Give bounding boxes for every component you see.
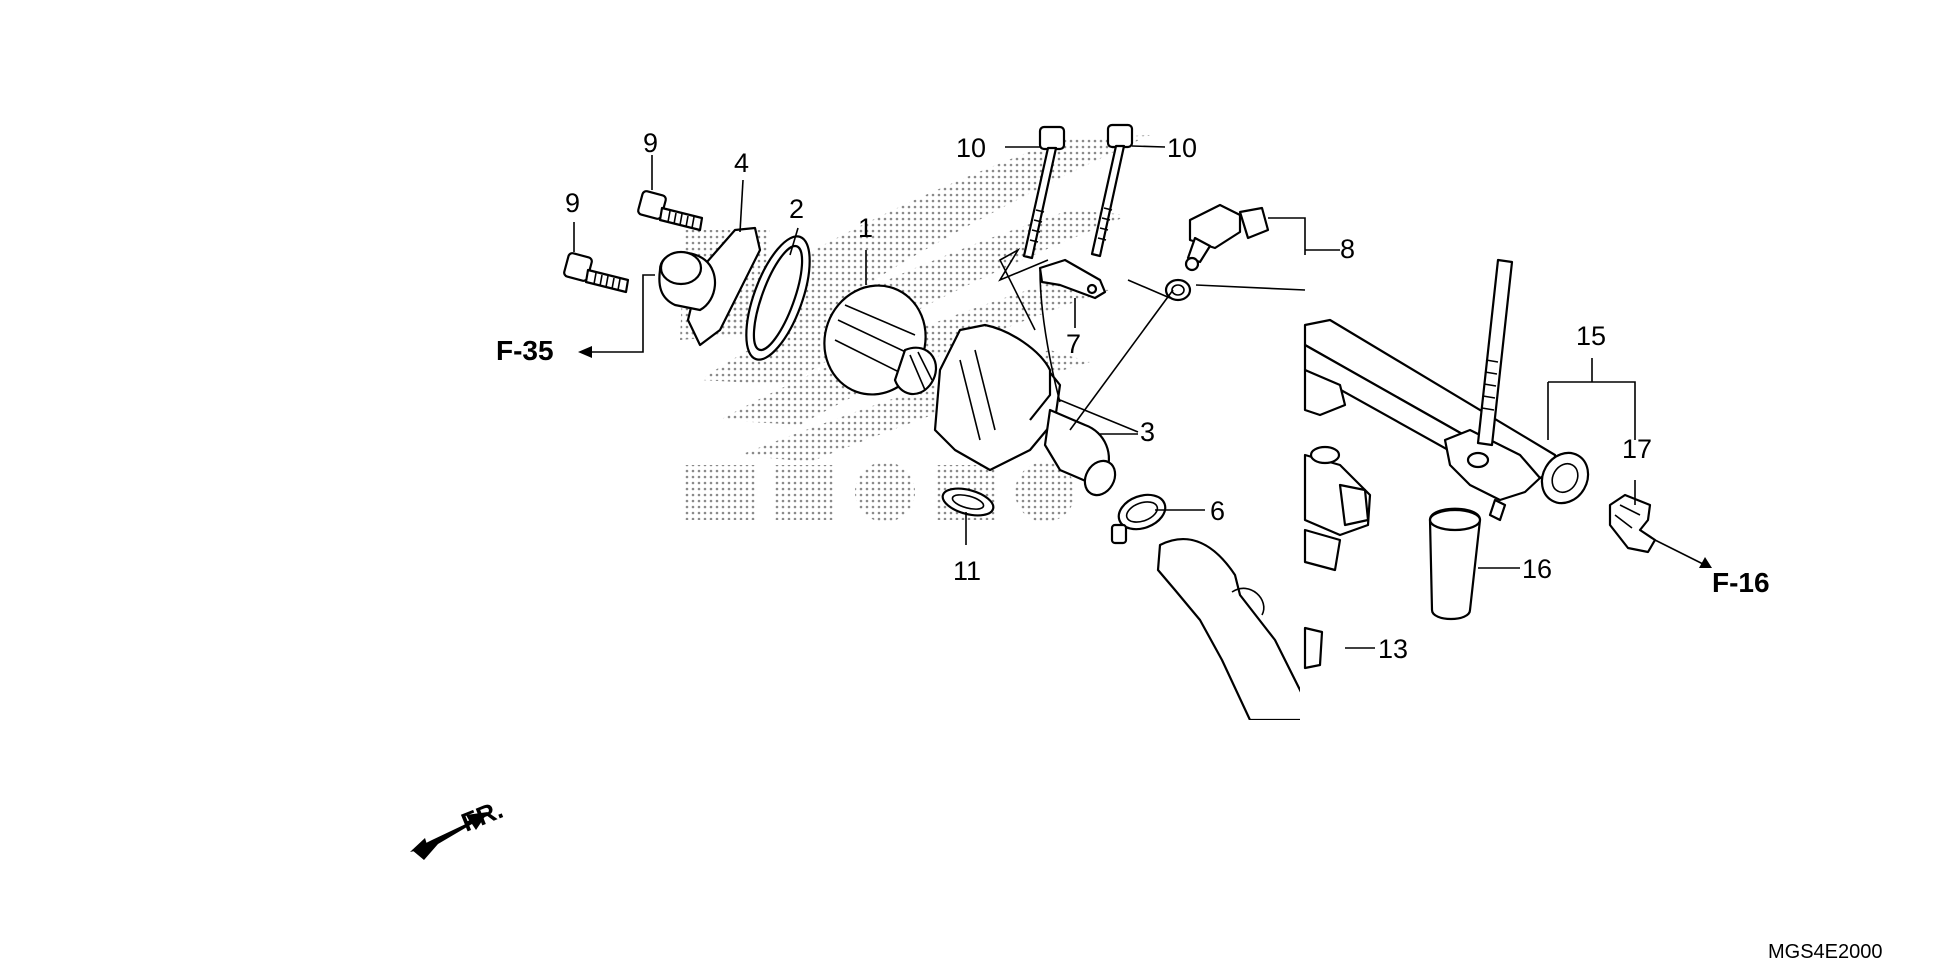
- reference-f35: F-35: [496, 335, 554, 366]
- callout-7: 7: [1066, 329, 1081, 359]
- callout-1: 1: [858, 213, 873, 243]
- collar-16: [1428, 507, 1482, 621]
- bolt-10-left: [1022, 125, 1066, 260]
- leader-lines: [573, 145, 1706, 649]
- hose-clamp-6: [1110, 493, 1167, 545]
- callout-15: 15: [1576, 321, 1606, 351]
- o-ring-11: [941, 487, 995, 517]
- reference-f16: F-16: [1712, 567, 1770, 598]
- thermostat-housing-3: [933, 323, 1117, 497]
- callout-16: 16: [1522, 554, 1552, 584]
- callout-3: 3: [1140, 417, 1155, 447]
- callout-10-left: 10: [956, 133, 986, 163]
- diagram-code: MGS4E2000: [1768, 941, 1883, 963]
- injector-13: [1303, 445, 1372, 670]
- callout-10-right: 10: [1167, 133, 1197, 163]
- thermostat-cover-4: [658, 226, 762, 347]
- callout-11: 11: [953, 556, 981, 586]
- front-direction-arrow-icon: FR.: [410, 794, 507, 860]
- bracket-7: [1038, 258, 1107, 300]
- callout-2: 2: [789, 194, 804, 224]
- coolant-hose: [1156, 538, 1300, 720]
- callout-4: 4: [734, 148, 749, 178]
- thermostat-1: [823, 284, 938, 396]
- callout-6: 6: [1210, 496, 1225, 526]
- callout-9-upper: 9: [643, 128, 658, 158]
- bolt-10-right: [1090, 123, 1134, 258]
- o-ring: [1164, 278, 1192, 302]
- callout-13: 13: [1378, 634, 1408, 664]
- callout-8: 8: [1340, 234, 1355, 264]
- callout-9-lower: 9: [565, 188, 580, 218]
- bolt-9-lower: [563, 252, 630, 294]
- clip-17: [1608, 493, 1657, 554]
- gasket-2: [745, 235, 811, 361]
- temperature-sensor-8: [1184, 203, 1270, 272]
- direction-label: FR.: [457, 794, 507, 838]
- rail-bolt: [1476, 258, 1514, 447]
- reference-arrowheads: [578, 346, 1712, 568]
- callout-17: 17: [1622, 434, 1652, 464]
- callout-numbers: 1 2 3 4 6 7 8 9 9 10 10 11 13 15 16 17: [565, 128, 1652, 664]
- bolt-9-upper: [637, 190, 704, 232]
